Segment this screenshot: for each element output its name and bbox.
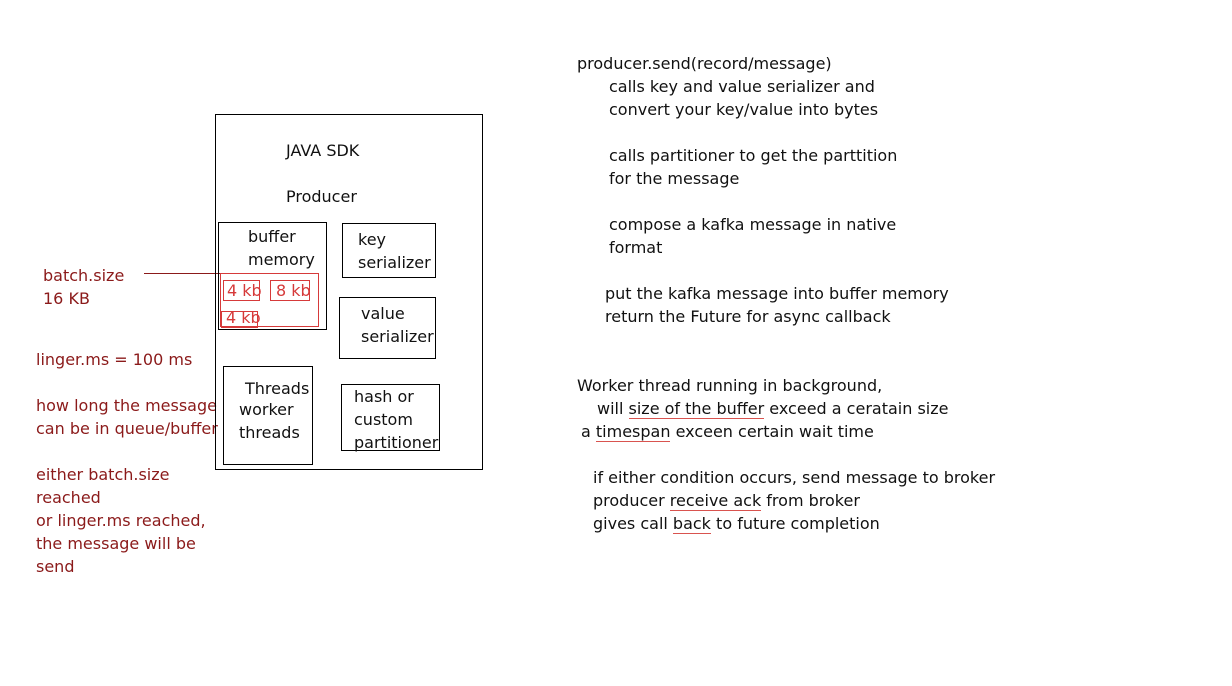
producer-label: Producer xyxy=(286,187,357,206)
either-note-line5: send xyxy=(36,557,75,576)
batch-size-value: 16 KB xyxy=(43,289,90,308)
partitioner-label-line2: custom xyxy=(354,410,413,429)
threads-label-line3: threads xyxy=(239,423,300,442)
condition-time-post: exceen certain wait time xyxy=(670,422,874,441)
send-step3-line2: format xyxy=(609,238,663,257)
condition-time-underlined: timespan xyxy=(595,422,671,442)
worker-condition-size: will size of the buffer exceed a ceratai… xyxy=(597,397,948,420)
worker-result-line3: gives call back to future completion xyxy=(593,512,880,535)
condition-time-pre: a xyxy=(581,422,596,441)
key-serializer-box xyxy=(342,223,436,278)
threads-label-line1: Threads xyxy=(245,379,310,398)
worker-title: Worker thread running in background, xyxy=(577,376,883,395)
batch-container xyxy=(220,273,319,327)
producer-outer-box xyxy=(215,114,483,470)
linger-ms-label: linger.ms = 100 ms xyxy=(36,350,193,369)
result3-underlined: back xyxy=(672,514,711,534)
result2-underlined: receive ack xyxy=(669,491,762,511)
send-step1-line2: convert your key/value into bytes xyxy=(609,100,879,119)
worker-threads-box xyxy=(223,366,313,465)
batch-block xyxy=(270,280,310,301)
batch-block-label: 4 kb xyxy=(226,308,261,327)
java-sdk-label: JAVA SDK xyxy=(286,141,360,160)
result3-post: to future completion xyxy=(710,514,880,533)
batch-block-label: 8 kb xyxy=(276,281,311,300)
how-long-note-line2: can be in queue/buffer xyxy=(36,419,218,438)
condition-size-pre: will xyxy=(597,399,629,418)
key-serializer-label-line2: serializer xyxy=(358,253,431,272)
either-note-line3: or linger.ms reached, xyxy=(36,511,206,530)
batch-size-label: batch.size xyxy=(43,266,125,285)
worker-condition-time: a timespan exceen certain wait time xyxy=(581,420,874,443)
partitioner-label-line1: hash or xyxy=(354,387,414,406)
send-step4-line2: return the Future for async callback xyxy=(605,307,891,326)
condition-size-post: exceed a ceratain size xyxy=(764,399,949,418)
send-step4-line1: put the kafka message into buffer memory xyxy=(605,284,949,303)
buffer-memory-box xyxy=(218,222,327,330)
either-note-line1: either batch.size xyxy=(36,465,170,484)
buffer-memory-label-line1: buffer xyxy=(248,227,296,246)
result2-post: from broker xyxy=(761,491,860,510)
threads-label-line2: worker xyxy=(239,400,294,419)
buffer-memory-label-line2: memory xyxy=(248,250,315,269)
batch-block xyxy=(221,311,258,328)
send-title: producer.send(record/message) xyxy=(577,54,832,73)
result3-pre: gives call xyxy=(593,514,673,533)
batch-block xyxy=(223,280,260,301)
value-serializer-box xyxy=(339,297,436,359)
value-serializer-label-line1: value xyxy=(361,304,405,323)
how-long-note-line1: how long the message xyxy=(36,396,217,415)
worker-result-line1: if either condition occurs, send message… xyxy=(593,468,996,487)
partitioner-box xyxy=(341,384,440,451)
batch-size-connector xyxy=(144,273,228,274)
partitioner-label-line3: partitioner xyxy=(354,433,439,452)
batch-block-label: 4 kb xyxy=(227,281,262,300)
send-step1-line1: calls key and value serializer and xyxy=(609,77,875,96)
send-step3-line1: compose a kafka message in native xyxy=(609,215,897,234)
worker-result-line2: producer receive ack from broker xyxy=(593,489,860,512)
either-note-line4: the message will be xyxy=(36,534,196,553)
value-serializer-label-line2: serializer xyxy=(361,327,434,346)
condition-size-underlined: size of the buffer xyxy=(628,399,765,419)
either-note-line2: reached xyxy=(36,488,101,507)
send-step2-line2: for the message xyxy=(609,169,740,188)
send-step2-line1: calls partitioner to get the parttition xyxy=(609,146,898,165)
key-serializer-label-line1: key xyxy=(358,230,387,249)
result2-pre: producer xyxy=(593,491,670,510)
